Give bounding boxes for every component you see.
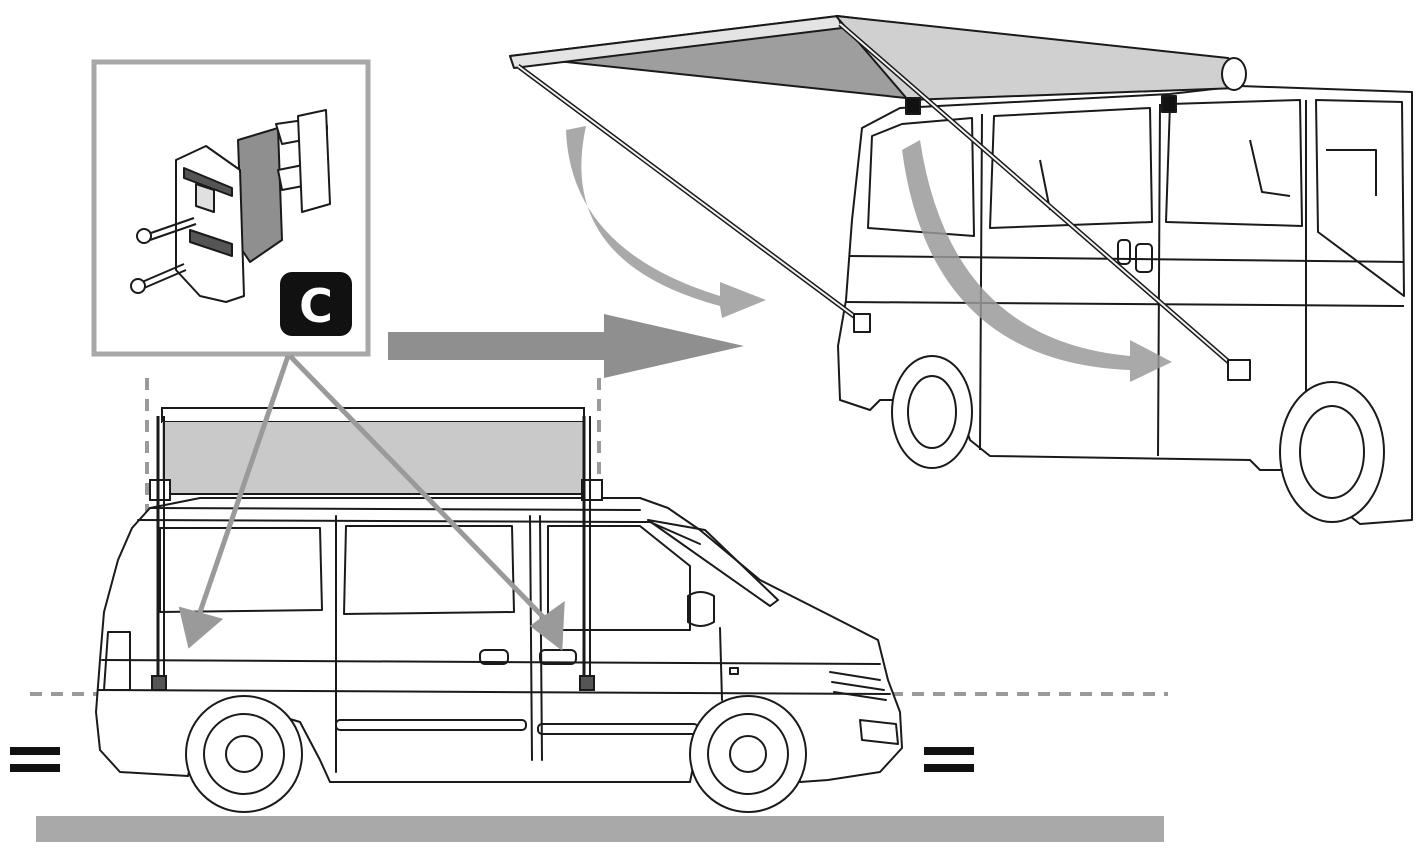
awning-open xyxy=(509,15,1251,381)
awning-fabric-side xyxy=(162,422,584,494)
callout-label-badge xyxy=(280,272,352,336)
awning-case xyxy=(161,407,585,423)
van-door-handle-right xyxy=(539,649,577,665)
van-window-door xyxy=(547,525,691,631)
awning-roller-case xyxy=(835,15,1243,101)
van-window-rear xyxy=(159,527,323,613)
van-perspective-wheel-rear xyxy=(891,355,973,469)
equal-sign-left xyxy=(10,747,60,772)
callout-label: C xyxy=(299,279,333,333)
screw-icon xyxy=(130,217,197,294)
ground-bar xyxy=(36,816,1164,842)
curved-arrow-rear xyxy=(902,140,1172,382)
bracket-callout: C xyxy=(91,59,371,357)
mounting-bracket-icon xyxy=(175,109,331,303)
van-perspective-wheel-front xyxy=(1279,381,1385,523)
right-arrow-icon xyxy=(388,314,744,378)
curved-arrow-icon xyxy=(566,126,1172,382)
equal-sign-right xyxy=(924,747,974,772)
van-perspective-view xyxy=(837,85,1413,525)
van-side-view xyxy=(95,497,903,813)
van-wheel-front xyxy=(689,695,807,813)
curved-arrow-front xyxy=(566,126,766,318)
van-windshield xyxy=(647,519,779,607)
van-wheel-rear xyxy=(185,695,303,813)
van-door-handle-left xyxy=(479,649,509,665)
awning-side-view xyxy=(149,407,603,691)
van-side-mirror xyxy=(687,591,715,627)
leader-arrows xyxy=(178,354,565,651)
